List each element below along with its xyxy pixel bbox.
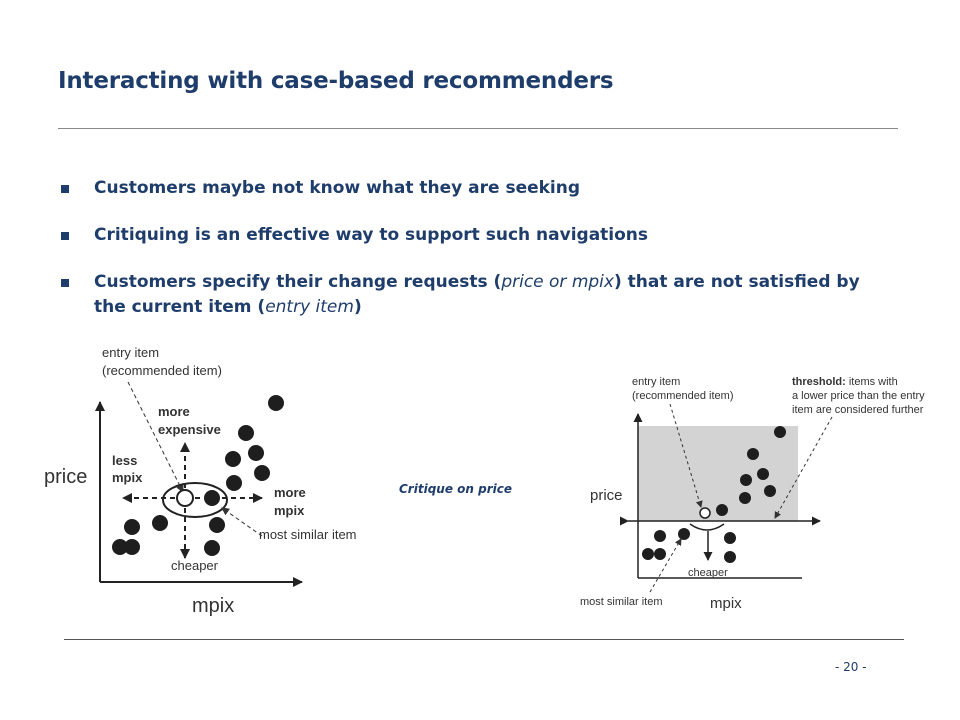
more-mpix-sublabel: mpix [274, 503, 305, 518]
threshold-pointer [774, 416, 833, 519]
x-axis-label: mpix [192, 595, 234, 617]
bullet-text: Customers maybe not know what they are s… [94, 178, 581, 198]
critique-on-price-diagram: entry item (recommended item) threshold:… [580, 376, 925, 612]
item-point [678, 528, 690, 540]
neighborhood-ellipse [162, 482, 228, 518]
footer-divider [64, 639, 904, 640]
bullet-text: Customers specify their change requests … [94, 272, 860, 317]
item-point [248, 445, 264, 461]
item-point [238, 425, 254, 441]
item-points [642, 426, 786, 563]
threshold-label-line: a lower price than the entry [792, 390, 925, 402]
x-axis-label: mpix [710, 595, 742, 612]
item-point [209, 517, 225, 533]
item-point [225, 451, 241, 467]
slide-title: Interacting with case-based recommenders [58, 68, 614, 94]
square-bullet-icon [61, 185, 69, 193]
less-mpix-sublabel: mpix [112, 470, 143, 485]
item-point [204, 540, 220, 556]
bullet-text: Critiquing is an effective way to suppor… [94, 225, 649, 245]
item-point [124, 539, 140, 555]
y-axis-label: price [44, 466, 87, 488]
more-expensive-sublabel: expensive [158, 422, 221, 437]
threshold-region [638, 426, 798, 521]
threshold-label-line: item are considered further [792, 404, 924, 416]
entry-item-label: entry item [632, 376, 680, 388]
item-point [112, 539, 128, 555]
most-similar-pointer [221, 507, 263, 537]
title-divider [58, 128, 898, 129]
item-point [152, 515, 168, 531]
item-point [654, 548, 666, 560]
item-point [268, 395, 284, 411]
item-point [724, 551, 736, 563]
item-point [204, 490, 220, 506]
item-point [642, 548, 654, 560]
item-point [747, 448, 759, 460]
threshold-label: threshold: items with [792, 376, 898, 388]
entry-item-sublabel: (recommended item) [632, 390, 733, 402]
item-point [226, 475, 242, 491]
cheaper-label: cheaper [171, 558, 219, 573]
cheaper-bracket [689, 523, 725, 531]
critique-caption: Critique on price [399, 482, 512, 496]
item-point [740, 474, 752, 486]
square-bullet-icon [61, 279, 69, 287]
less-mpix-label: less [112, 453, 137, 468]
bullet-item: Customers maybe not know what they are s… [58, 176, 878, 201]
more-expensive-label: more [158, 404, 190, 419]
item-point [254, 465, 270, 481]
bullet-item: Critiquing is an effective way to suppor… [58, 223, 878, 248]
y-axis-label: price [590, 487, 623, 504]
item-point [757, 468, 769, 480]
item-point [124, 519, 140, 535]
cheaper-label: cheaper [688, 567, 728, 579]
most-similar-pointer [649, 538, 682, 593]
most-similar-label: most similar item [580, 596, 663, 608]
bullet-item: Customers specify their change requests … [58, 270, 878, 320]
most-similar-label: most similar item [259, 527, 357, 542]
entry-item-marker [176, 489, 194, 507]
page-number: - 20 - [835, 660, 867, 674]
entry-item-sublabel: (recommended item) [102, 363, 222, 378]
item-point [739, 492, 751, 504]
item-point [774, 426, 786, 438]
item-points [112, 395, 284, 556]
square-bullet-icon [61, 232, 69, 240]
entry-item-marker [699, 507, 711, 519]
item-point [724, 532, 736, 544]
entry-item-label: entry item [102, 345, 159, 360]
bullet-list: Customers maybe not know what they are s… [58, 176, 878, 320]
item-point [764, 485, 776, 497]
item-point [654, 530, 666, 542]
item-point [716, 504, 728, 516]
more-mpix-label: more [274, 485, 306, 500]
critique-directions-diagram: entry item (recommended item) price mpix… [44, 345, 357, 617]
